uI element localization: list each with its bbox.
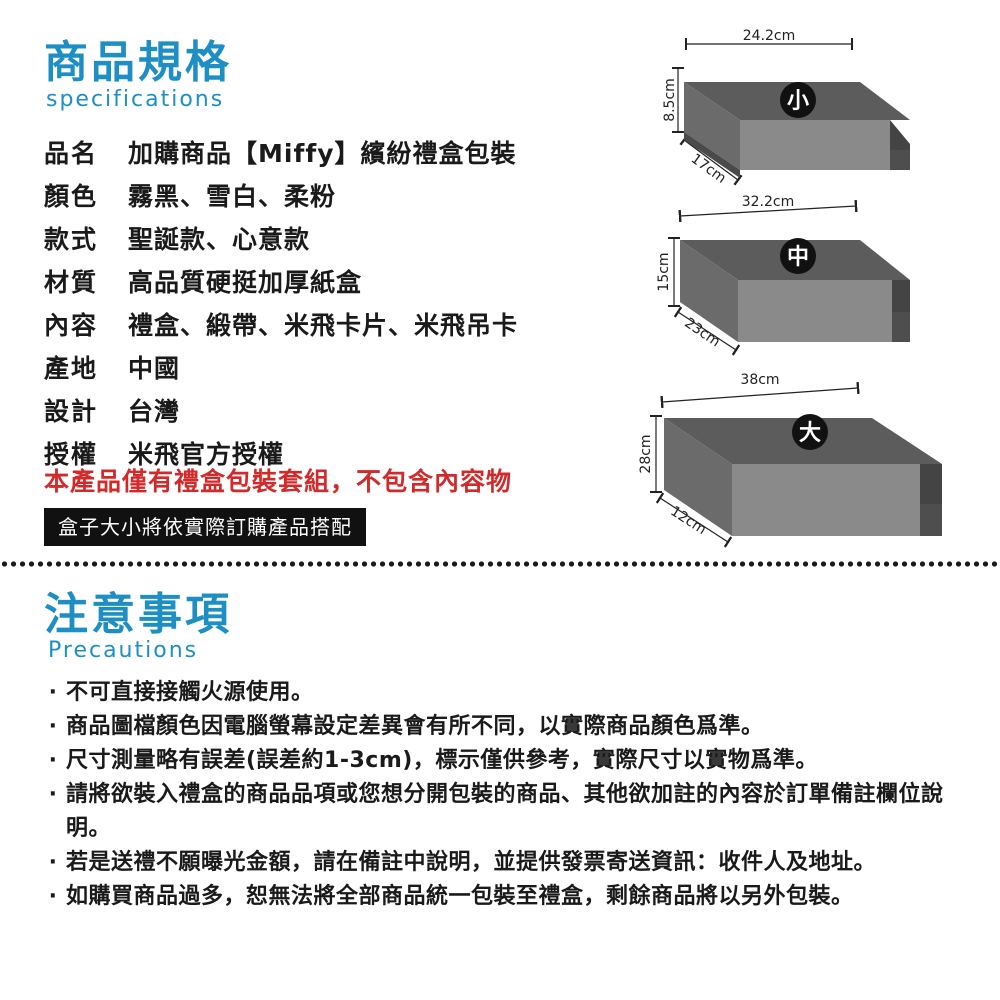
precaution-item: · 若是送禮不願曝光金額，請在備註中說明，並提供發票寄送資訊：收件人及地址。 [40, 846, 970, 880]
precaution-item: · 如購買商品過多，恕無法將全部商品統一包裝至禮盒，剩餘商品將以另外包裝。 [40, 880, 970, 914]
spec-value: 中國 [128, 353, 181, 383]
spec-value: 加購商品【Miffy】繽紛禮盒包裝 [128, 138, 517, 168]
precaution-item: · 商品圖檔顏色因電腦螢幕設定差異會有所不同，以實際商品顏色爲準。 [40, 710, 970, 744]
box-small-width: 24.2cm [743, 28, 796, 44]
box-small: 24.2cm 8.5cm 17cm 小 [662, 28, 910, 187]
spec-row-design: 設計台灣 [44, 388, 518, 431]
precaution-item: · 不可直接接觸火源使用。 [40, 676, 970, 710]
spec-row-color: 顏色霧黑、雪白、柔粉 [44, 173, 518, 216]
precaution-text: 若是送禮不願曝光金額，請在備註中說明，並提供發票寄送資訊：收件人及地址。 [66, 850, 877, 875]
precaution-text: 請將欲裝入禮盒的商品品項或您想分開包裝的商品、其他欲加註的內容於訂單備註欄位說明… [66, 782, 944, 841]
spec-label: 授權 [44, 439, 99, 469]
spec-value: 台灣 [128, 396, 181, 426]
bullet: · [48, 680, 58, 705]
precaution-item: · 尺寸測量略有誤差(誤差約1-3cm)，標示僅供參考，實際尺寸以實物爲準。 [40, 744, 970, 778]
bullet: · [48, 884, 58, 909]
contents-not-included-notice: 本產品僅有禮盒包裝套組，不包含內容物 [44, 467, 513, 496]
precaution-text: 商品圖檔顏色因電腦螢幕設定差異會有所不同，以實際商品顏色爲準。 [66, 714, 764, 739]
bullet: · [48, 714, 58, 739]
box-small-label: 小 [787, 89, 809, 114]
precautions-list: · 不可直接接觸火源使用。 · 商品圖檔顏色因電腦螢幕設定差異會有所不同，以實際商品… [40, 676, 970, 914]
spec-row-name: 品名加購商品【Miffy】繽紛禮盒包裝 [44, 130, 518, 173]
spec-label: 內容 [44, 310, 99, 340]
spec-label: 款式 [44, 224, 99, 254]
precautions-subtitle: Precautions [48, 638, 199, 663]
spec-label: 材質 [44, 267, 99, 297]
box-size-notice: 盒子大小將依實際訂購產品搭配 [44, 508, 366, 546]
spec-value: 高品質硬挺加厚紙盒 [128, 267, 363, 297]
box-medium: 32.2cm 15cm 23cm 中 [656, 194, 910, 356]
precaution-text: 不可直接接觸火源使用。 [66, 680, 314, 705]
specifications-title: 商品規格 [44, 37, 232, 88]
precaution-text: 尺寸測量略有誤差(誤差約1-3cm)，標示僅供參考，實際尺寸以實物爲準。 [66, 748, 818, 773]
box-large-label: 大 [799, 421, 821, 446]
spec-list: 品名加購商品【Miffy】繽紛禮盒包裝 顏色霧黑、雪白、柔粉 款式聖誕款、心意款… [44, 130, 518, 474]
bullet: · [48, 782, 58, 807]
spec-row-material: 材質高品質硬挺加厚紙盒 [44, 259, 518, 302]
box-medium-label: 中 [787, 245, 809, 270]
dotted-divider [0, 560, 1000, 568]
spec-value: 米飛官方授權 [128, 439, 285, 469]
spec-value: 禮盒、緞帶、米飛卡片、米飛吊卡 [128, 310, 519, 340]
precaution-item: · 請將欲裝入禮盒的商品品項或您想分開包裝的商品、其他欲加註的內容於訂單備註欄位說… [40, 778, 970, 846]
box-large-width: 38cm [740, 372, 779, 388]
spec-label: 品名 [44, 138, 99, 168]
box-large: 38cm 28cm 12cm 大 [638, 372, 942, 548]
box-size-diagrams: 24.2cm 8.5cm 17cm 小 32.2cm 15cm 23cm 中 3… [638, 28, 942, 548]
precaution-text: 如購買商品過多，恕無法將全部商品統一包裝至禮盒，剩餘商品將以另外包裝。 [66, 884, 854, 909]
spec-value: 霧黑、雪白、柔粉 [128, 181, 337, 211]
specifications-subtitle: specifications [46, 87, 225, 112]
spec-label: 設計 [44, 396, 99, 426]
bullet: · [48, 748, 58, 773]
spec-label: 顏色 [44, 181, 99, 211]
spec-row-origin: 產地中國 [44, 345, 518, 388]
box-large-height: 28cm [638, 434, 654, 473]
precautions-title: 注意事項 [44, 589, 232, 640]
spec-row-contents: 內容禮盒、緞帶、米飛卡片、米飛吊卡 [44, 302, 518, 345]
spec-value: 聖誕款、心意款 [128, 224, 311, 254]
spec-row-style: 款式聖誕款、心意款 [44, 216, 518, 259]
spec-row-license: 授權米飛官方授權 [44, 431, 518, 474]
bullet: · [48, 850, 58, 875]
spec-label: 產地 [44, 353, 99, 383]
box-small-height: 8.5cm [662, 78, 678, 122]
box-medium-height: 15cm [656, 252, 672, 291]
box-medium-width: 32.2cm [742, 194, 795, 210]
